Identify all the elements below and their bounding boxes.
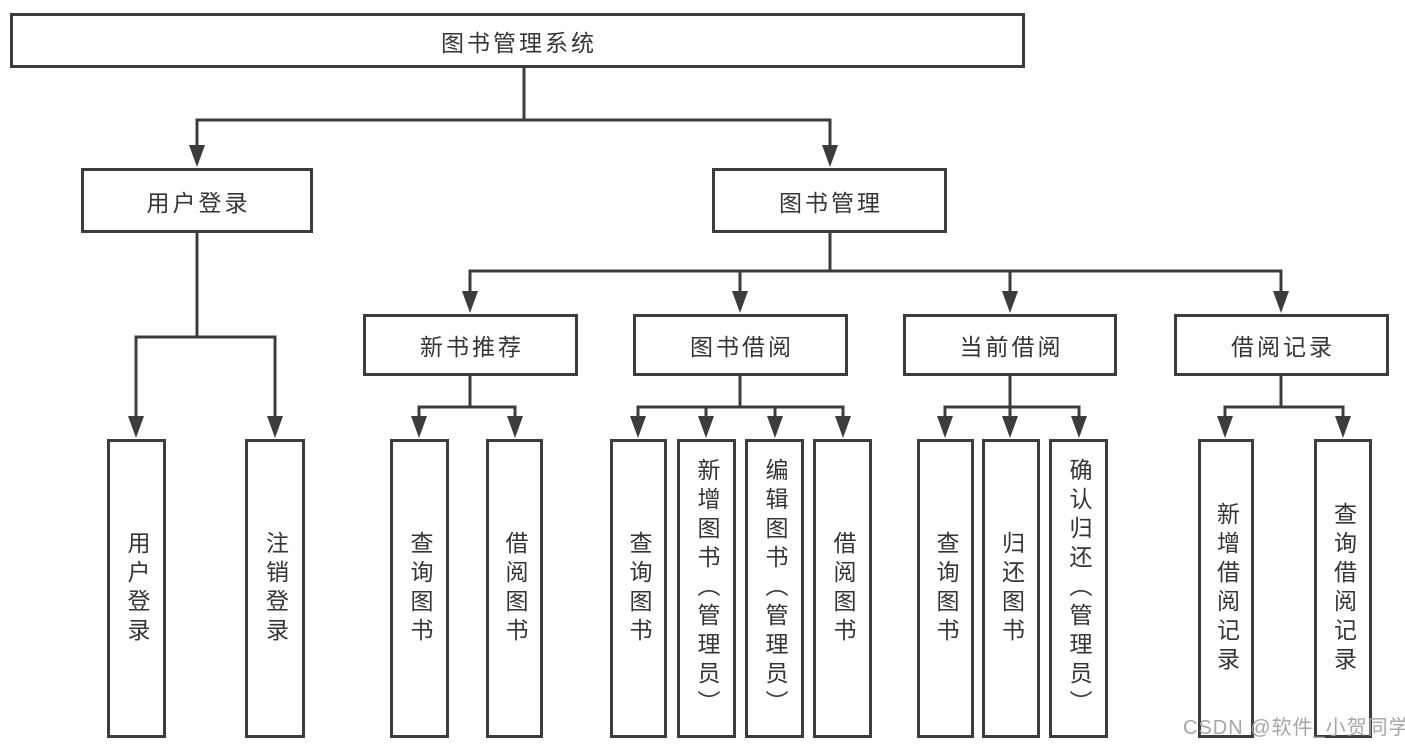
connector-user-login xyxy=(134,231,277,419)
arrowhead-current-borrow-3 xyxy=(1071,416,1087,438)
arrowhead-root-right xyxy=(822,145,838,167)
node-current-borrow-label: 当前借阅 xyxy=(959,334,1064,360)
node-new-book-recommend: 新书推荐 xyxy=(363,314,578,376)
arrowhead-borrow-records-2 xyxy=(1335,416,1351,438)
leaf-add-book-admin-label: 新增图书（管理员） xyxy=(694,458,720,719)
leaf-query-books-current: 查询图书 xyxy=(917,439,974,738)
arrowhead-book-mgmt-4 xyxy=(1273,291,1289,313)
arrowhead-book-borrow-1 xyxy=(630,416,646,438)
leaf-logout-label: 注销登录 xyxy=(262,530,289,647)
node-new-book-recommend-label: 新书推荐 xyxy=(420,334,524,360)
node-root: 图书管理系统 xyxy=(10,13,1025,68)
node-borrow-records-label: 借阅记录 xyxy=(1231,334,1335,360)
arrowhead-user-login-1 xyxy=(128,416,144,438)
leaf-borrow-books-recommend-label: 借阅图书 xyxy=(502,530,528,647)
connector-book-borrow xyxy=(636,374,845,418)
arrowhead-root-left xyxy=(189,145,205,167)
leaf-query-books-borrow-label: 查询图书 xyxy=(626,530,652,647)
leaf-return-books: 归还图书 xyxy=(982,439,1040,738)
node-current-borrow: 当前借阅 xyxy=(903,314,1117,376)
arrowhead-book-mgmt-3 xyxy=(1002,291,1018,313)
connector-new-book-recommend xyxy=(417,374,517,418)
leaf-edit-book-admin: 编辑图书（管理员） xyxy=(745,439,804,738)
arrowhead-new-book-1 xyxy=(411,416,427,438)
arrowhead-current-borrow-1 xyxy=(937,416,953,438)
leaf-query-books-recommend-label: 查询图书 xyxy=(407,530,433,647)
leaf-user-login-label: 用户登录 xyxy=(124,530,150,647)
leaf-add-borrow-record-label: 新增借阅记录 xyxy=(1213,501,1240,676)
watermark-text: CSDN @软件_小贺同学 xyxy=(1183,717,1405,739)
node-borrow-records: 借阅记录 xyxy=(1174,314,1389,376)
leaf-query-books-current-label: 查询图书 xyxy=(933,530,959,647)
leaf-query-books-borrow: 查询图书 xyxy=(610,439,667,738)
leaf-logout: 注销登录 xyxy=(245,439,305,738)
node-book-management-label: 图书管理 xyxy=(779,189,883,216)
leaf-user-login: 用户登录 xyxy=(107,439,166,738)
leaf-borrow-books: 借阅图书 xyxy=(813,439,872,738)
arrowhead-borrow-records-1 xyxy=(1217,416,1233,438)
node-user-login-label: 用户登录 xyxy=(146,189,251,216)
leaf-query-books-recommend: 查询图书 xyxy=(390,439,449,738)
leaf-add-book-admin: 新增图书（管理员） xyxy=(677,439,736,738)
connector-book-management xyxy=(468,231,1283,294)
leaf-query-borrow-record: 查询借阅记录 xyxy=(1314,439,1372,738)
connector-borrow-records xyxy=(1223,374,1345,418)
node-book-borrow: 图书借阅 xyxy=(633,314,848,376)
leaf-add-borrow-record: 新增借阅记录 xyxy=(1198,439,1254,738)
leaf-confirm-return-admin: 确认归还（管理员） xyxy=(1049,439,1108,738)
arrowhead-book-borrow-3 xyxy=(767,416,783,438)
node-book-management: 图书管理 xyxy=(712,168,947,233)
connector-current-borrow xyxy=(943,374,1081,418)
arrowhead-book-borrow-2 xyxy=(698,416,714,438)
arrowhead-current-borrow-2 xyxy=(1002,416,1018,438)
leaf-query-borrow-record-label: 查询借阅记录 xyxy=(1330,501,1357,676)
arrowhead-user-login-2 xyxy=(267,416,283,438)
node-book-borrow-label: 图书借阅 xyxy=(690,334,794,360)
leaf-edit-book-admin-label: 编辑图书（管理员） xyxy=(762,458,788,719)
node-user-login: 用户登录 xyxy=(81,168,313,233)
leaf-borrow-books-label: 借阅图书 xyxy=(830,530,856,647)
leaf-borrow-books-recommend: 借阅图书 xyxy=(486,439,543,738)
node-root-label: 图书管理系统 xyxy=(441,29,597,56)
arrowhead-book-borrow-4 xyxy=(835,416,851,438)
leaf-confirm-return-admin-label: 确认归还（管理员） xyxy=(1066,458,1092,719)
leaf-return-books-label: 归还图书 xyxy=(998,530,1025,647)
connector-root xyxy=(195,65,832,148)
arrowhead-book-mgmt-1 xyxy=(462,291,478,313)
arrowhead-new-book-2 xyxy=(507,416,523,438)
arrowhead-book-mgmt-2 xyxy=(732,291,748,313)
